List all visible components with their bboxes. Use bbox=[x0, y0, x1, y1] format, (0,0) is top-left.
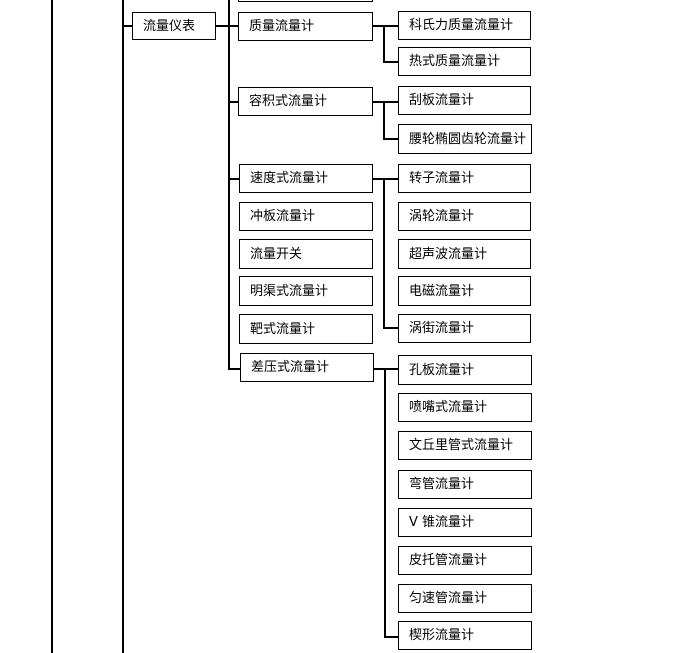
mass-child-connector-2 bbox=[383, 61, 398, 63]
velocity-connector bbox=[372, 178, 398, 180]
positive-displacement-child-connector-2 bbox=[383, 138, 398, 140]
group-differential-pressure: 差压式流量计 bbox=[240, 353, 374, 382]
mass-branch-line bbox=[383, 25, 385, 63]
trunk-to-differential-pressure bbox=[228, 368, 240, 370]
leaf-sliding-vane: 刮板流量计 bbox=[398, 86, 531, 115]
group-mass: 质量流量计 bbox=[238, 12, 373, 41]
group-velocity: 速度式流量计 bbox=[239, 164, 373, 193]
leaf-ultrasonic: 超声波流量计 bbox=[398, 239, 531, 269]
group-trunk-line bbox=[228, 0, 230, 370]
leaf-vortex: 涡街流量计 bbox=[398, 314, 531, 343]
leaf-venturi: 文丘里管式流量计 bbox=[398, 431, 532, 460]
left-column-line bbox=[122, 0, 124, 653]
group-impulse: 冲板流量计 bbox=[239, 202, 373, 231]
group-positive-displacement: 容积式流量计 bbox=[238, 87, 373, 116]
trunk-to-mass bbox=[228, 25, 239, 27]
leaf-averaging-pitot: 匀速管流量计 bbox=[398, 584, 532, 613]
trunk-to-velocity bbox=[228, 178, 239, 180]
leaf-pitot-tube: 皮托管流量计 bbox=[398, 546, 532, 575]
leaf-thermal-mass: 热式质量流量计 bbox=[398, 47, 531, 76]
velocity-child-connector-5 bbox=[383, 327, 398, 329]
trunk-to-positive-displacement bbox=[228, 101, 239, 103]
root-to-trunk-connector bbox=[215, 25, 229, 27]
positive-displacement-connector bbox=[372, 101, 398, 103]
leaf-elbow: 弯管流量计 bbox=[398, 470, 532, 499]
top-clipped-box bbox=[238, 0, 373, 2]
leaf-electromagnetic: 电磁流量计 bbox=[398, 276, 531, 306]
group-open-channel: 明渠式流量计 bbox=[239, 276, 373, 306]
differential-pressure-child-connector-8 bbox=[384, 636, 398, 638]
group-flow-switch: 流量开关 bbox=[239, 239, 373, 269]
leaf-rotameter: 转子流量计 bbox=[398, 164, 531, 193]
differential-pressure-branch-line bbox=[384, 368, 386, 638]
leaf-v-cone: V 锥流量计 bbox=[398, 508, 532, 537]
root-entry-connector bbox=[122, 25, 133, 27]
velocity-branch-line bbox=[383, 178, 385, 329]
mass-connector bbox=[372, 25, 398, 27]
leaf-wedge: 楔形流量计 bbox=[398, 621, 532, 650]
leaf-coriolis: 科氏力质量流量计 bbox=[398, 11, 531, 40]
leaf-turbine: 涡轮流量计 bbox=[398, 202, 531, 231]
root-node: 流量仪表 bbox=[132, 12, 216, 40]
leaf-nozzle: 喷嘴式流量计 bbox=[398, 393, 532, 422]
left-border-line bbox=[51, 0, 53, 653]
leaf-orifice-plate: 孔板流量计 bbox=[398, 355, 532, 385]
positive-displacement-branch-line bbox=[383, 101, 385, 140]
group-target: 靶式流量计 bbox=[239, 314, 373, 344]
leaf-roots-oval-gear: 腰轮椭圆齿轮流量计 bbox=[398, 124, 532, 154]
